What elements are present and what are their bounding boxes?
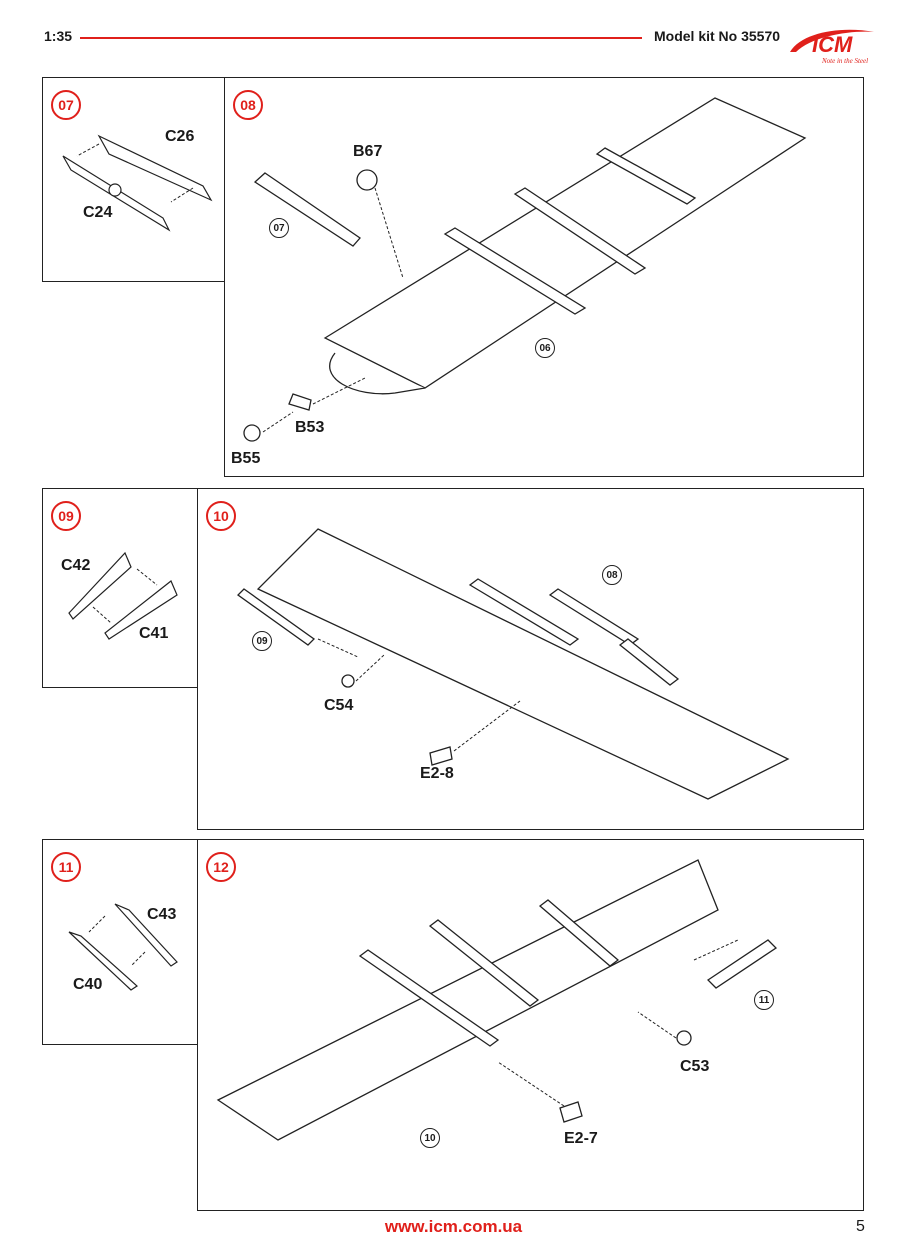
step-10-panel: 10 08 09 C54 E2-8	[197, 488, 864, 830]
part-b55-label: B55	[231, 450, 261, 467]
step-12-badge: 12	[206, 852, 236, 882]
step-11-drawing	[68, 903, 178, 991]
step-12-panel: 12 11 C53 E2-7 10	[197, 839, 864, 1211]
step-08-panel: 08 B67 07 06 B53 B55	[224, 77, 864, 477]
page-number: 5	[856, 1218, 865, 1235]
part-c26-label: C26	[165, 128, 195, 145]
part-c43-label: C43	[147, 906, 177, 923]
step-09-panel: 09 C42 C41	[42, 488, 198, 688]
subassembly-10-ref: 10	[420, 1128, 440, 1148]
step-09-drawing	[68, 551, 178, 640]
website-url: www.icm.com.ua	[384, 1217, 523, 1236]
icm-logo: ICM Note in the Steel	[790, 29, 874, 65]
subassembly-09-ref: 09	[252, 631, 272, 651]
scale-label: 1:35	[44, 28, 73, 44]
step-07-badge: 07	[51, 90, 81, 120]
step-10-badge: 10	[206, 501, 236, 531]
step-07-panel: 07 C26 C24	[42, 77, 225, 282]
svg-text:ICM: ICM	[812, 32, 853, 57]
part-c40-label: C40	[73, 976, 103, 993]
part-b67-label: B67	[353, 143, 383, 160]
part-c53-label: C53	[680, 1058, 710, 1075]
part-e2-7-label: E2-7	[564, 1130, 598, 1147]
part-c54-label: C54	[324, 697, 354, 714]
model-number: Model kit No 35570	[654, 28, 781, 44]
subassembly-11-ref: 11	[754, 990, 774, 1010]
part-e2-8-label: E2-8	[420, 765, 454, 782]
step-08-badge: 08	[233, 90, 263, 120]
step-12-drawing	[216, 859, 778, 1141]
step-08-drawing	[243, 97, 807, 442]
part-b53-label: B53	[295, 419, 325, 436]
step-07-drawing	[62, 134, 213, 232]
subassembly-07-ref: 07	[269, 218, 289, 238]
subassembly-06-ref: 06	[535, 338, 555, 358]
step-10-drawing	[236, 528, 790, 800]
part-c24-label: C24	[83, 204, 113, 221]
step-11-badge: 11	[51, 852, 81, 882]
subassembly-08-ref: 08	[602, 565, 622, 585]
step-09-badge: 09	[51, 501, 81, 531]
part-c41-label: C41	[139, 625, 169, 642]
part-c42-label: C42	[61, 557, 91, 574]
header-rule	[80, 37, 642, 39]
step-11-panel: 11 C43 C40	[42, 839, 198, 1045]
svg-text:Note in the Steel: Note in the Steel	[821, 57, 868, 65]
